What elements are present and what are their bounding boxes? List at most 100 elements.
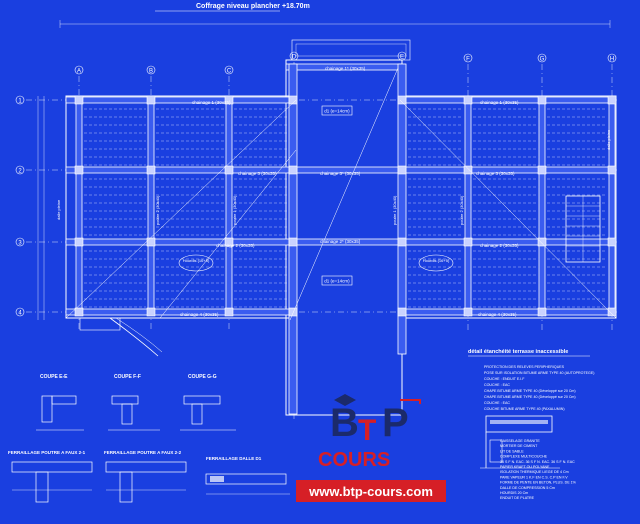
beam-label: chainage 4 (30x35) [180, 312, 219, 317]
drawing-title: Coffrage niveau plancher +18.70m [196, 3, 310, 10]
poutre-labels: poutre 1 (30x40) poutre 2 (30x40) poutre… [155, 195, 464, 225]
layer-text: COUCHE : EAC [484, 401, 510, 405]
column [463, 237, 473, 247]
layer-text: 36 S F N. EAC. 36 S F N. EAC. 36 S F N. … [500, 460, 575, 464]
logo-letter-b: B [330, 401, 359, 445]
layer-text: HOURDIS 20 Cm [500, 491, 528, 495]
logo-letter-t: T [358, 414, 376, 447]
layer-text: POSE SUR ISOLATION BITUME ARME TYPE 40 (… [484, 371, 594, 375]
column [397, 165, 407, 175]
layer-list: PROTECTION DES RELEVES PERIPHERIQUES POSE… [484, 365, 594, 411]
beam-label: chainage 4 (30x35) [478, 312, 517, 317]
horizontal-beams [65, 63, 617, 316]
detail-title: détail étanchéité terrasse inaccessible [468, 349, 568, 355]
layer-text: CHAPE BITUME ARME TYPE 40 (Développé sur… [484, 389, 576, 393]
slab-tag: d1 (e=14cm) [324, 279, 350, 284]
beam-label: chainage 2 (30x35) [216, 243, 255, 248]
column [288, 95, 298, 105]
layer-text: CAISSELAGE GRANITE [500, 439, 540, 443]
crane-icon [400, 399, 421, 404]
column [537, 307, 547, 317]
beam-label: chainage 2 (30x35) [480, 243, 519, 248]
btp-logo: B T P COURS www.btp-cours.com [296, 394, 446, 502]
hourdis-tag: Hourdis (16+5) [183, 258, 210, 263]
axis-label: D [292, 55, 297, 61]
coupe-label: COUPE E-E [40, 374, 68, 380]
coupe-label: COUPE F-F [114, 374, 141, 380]
beam-label: chainage 1 (30x35) [480, 100, 519, 105]
logo-word: COURS [318, 449, 390, 471]
ferraillage-label: FERRAILLAGE POUTRE A FAUX 2-1 [8, 450, 86, 455]
layer-text: COUCHE : ENDUIT E.I.F [484, 377, 525, 381]
poutre-label: poutre 2 (30x40) [155, 195, 160, 225]
axis-label: 4 [18, 311, 22, 317]
column [537, 95, 547, 105]
column [397, 307, 407, 317]
column [288, 237, 298, 247]
hourdis-tag: Hourdis (16+5) [423, 258, 450, 263]
column [224, 95, 234, 105]
axis-label: 1 [18, 99, 22, 105]
layer-text: PAPIER KRAFT OU POLYANE [500, 465, 550, 469]
column [288, 165, 298, 175]
layer-text: ISOLATION THERMIQUE LIEGE DE 4 Cm [500, 470, 569, 474]
axis-markers: A B C D E F G H 1 2 3 4 [15, 51, 617, 317]
dalle-labels: dalle pleine dalle pleine [56, 129, 611, 220]
hourdis-tags: Hourdis (16+5) Hourdis (16+5) d1 (e=14cm… [178, 105, 454, 286]
axis-label: H [610, 57, 614, 63]
column [463, 165, 473, 175]
dalle-label: dalle pleine [56, 199, 61, 220]
column [74, 95, 84, 105]
logo-url[interactable]: www.btp-cours.com [308, 484, 433, 499]
axis-label: B [149, 69, 153, 75]
column [607, 307, 617, 317]
column [224, 165, 234, 175]
diagonal-lines [65, 67, 617, 321]
column [74, 165, 84, 175]
column [224, 307, 234, 317]
poutre-label: poutre 1 (30x40) [232, 195, 237, 225]
graduation-cap-icon [334, 394, 356, 406]
layer-text: FORME DE PENTE EN BETON, PLUS. DE 1% [500, 481, 577, 485]
beam-labels: chainage 1 (30x35) chainage 1 (30x35) ch… [180, 66, 519, 317]
layer-text: CHAPE BITUME ARME TYPE 40 (Développé sur… [484, 395, 576, 399]
axis-label: A [77, 69, 81, 75]
poutre-label: poutre 1 (30x40) [392, 195, 397, 225]
waterproofing-detail: détail étanchéité terrasse inaccessible … [468, 349, 594, 500]
layer-text: COUCHE : EAC [484, 383, 510, 387]
columns [74, 95, 617, 317]
column [224, 237, 234, 247]
beam-label: chainage 1* (30x35) [325, 66, 366, 71]
beam-label: chainage 3* (30x35) [320, 171, 361, 176]
logo-letter-p: P [382, 401, 409, 445]
column [146, 237, 156, 247]
section-cuts: COUPE E-E COUPE F-F COUPE G-G [36, 374, 236, 431]
beam-label: chainage 3 (30x35) [476, 171, 515, 176]
beam-label: chainage 3 (30x35) [238, 171, 277, 176]
axis-label: E [400, 55, 404, 61]
axis-label: F [466, 57, 470, 63]
beam-label: chainage 1 (30x35) [192, 100, 231, 105]
column [74, 237, 84, 247]
column [537, 165, 547, 175]
layer-text: COUCHE BITUME ARME TYPE 40 (PAXALUMIN) [484, 407, 565, 411]
layer-text: COMPLEXE MULTICOUCHE [500, 455, 548, 459]
stair-block [565, 195, 601, 263]
column [146, 165, 156, 175]
column [607, 95, 617, 105]
dalle-label: dalle pleine [606, 129, 611, 150]
column [74, 307, 84, 317]
layer-text: LIT DE SABLE [500, 449, 524, 453]
slab-tag: d1 (e=14cm) [324, 109, 350, 114]
layer-text: PROTECTION DES RELEVES PERIPHERIQUES [484, 365, 565, 369]
column [146, 95, 156, 105]
column [146, 307, 156, 317]
ferraillage-label: FERRAILLAGE DALLE D1 [206, 456, 262, 461]
column [607, 165, 617, 175]
coupe-label: COUPE G-G [188, 374, 217, 380]
layer-text: MORTIER DE CIMENT [500, 444, 538, 448]
axis-label: C [227, 69, 232, 75]
column [288, 307, 298, 317]
